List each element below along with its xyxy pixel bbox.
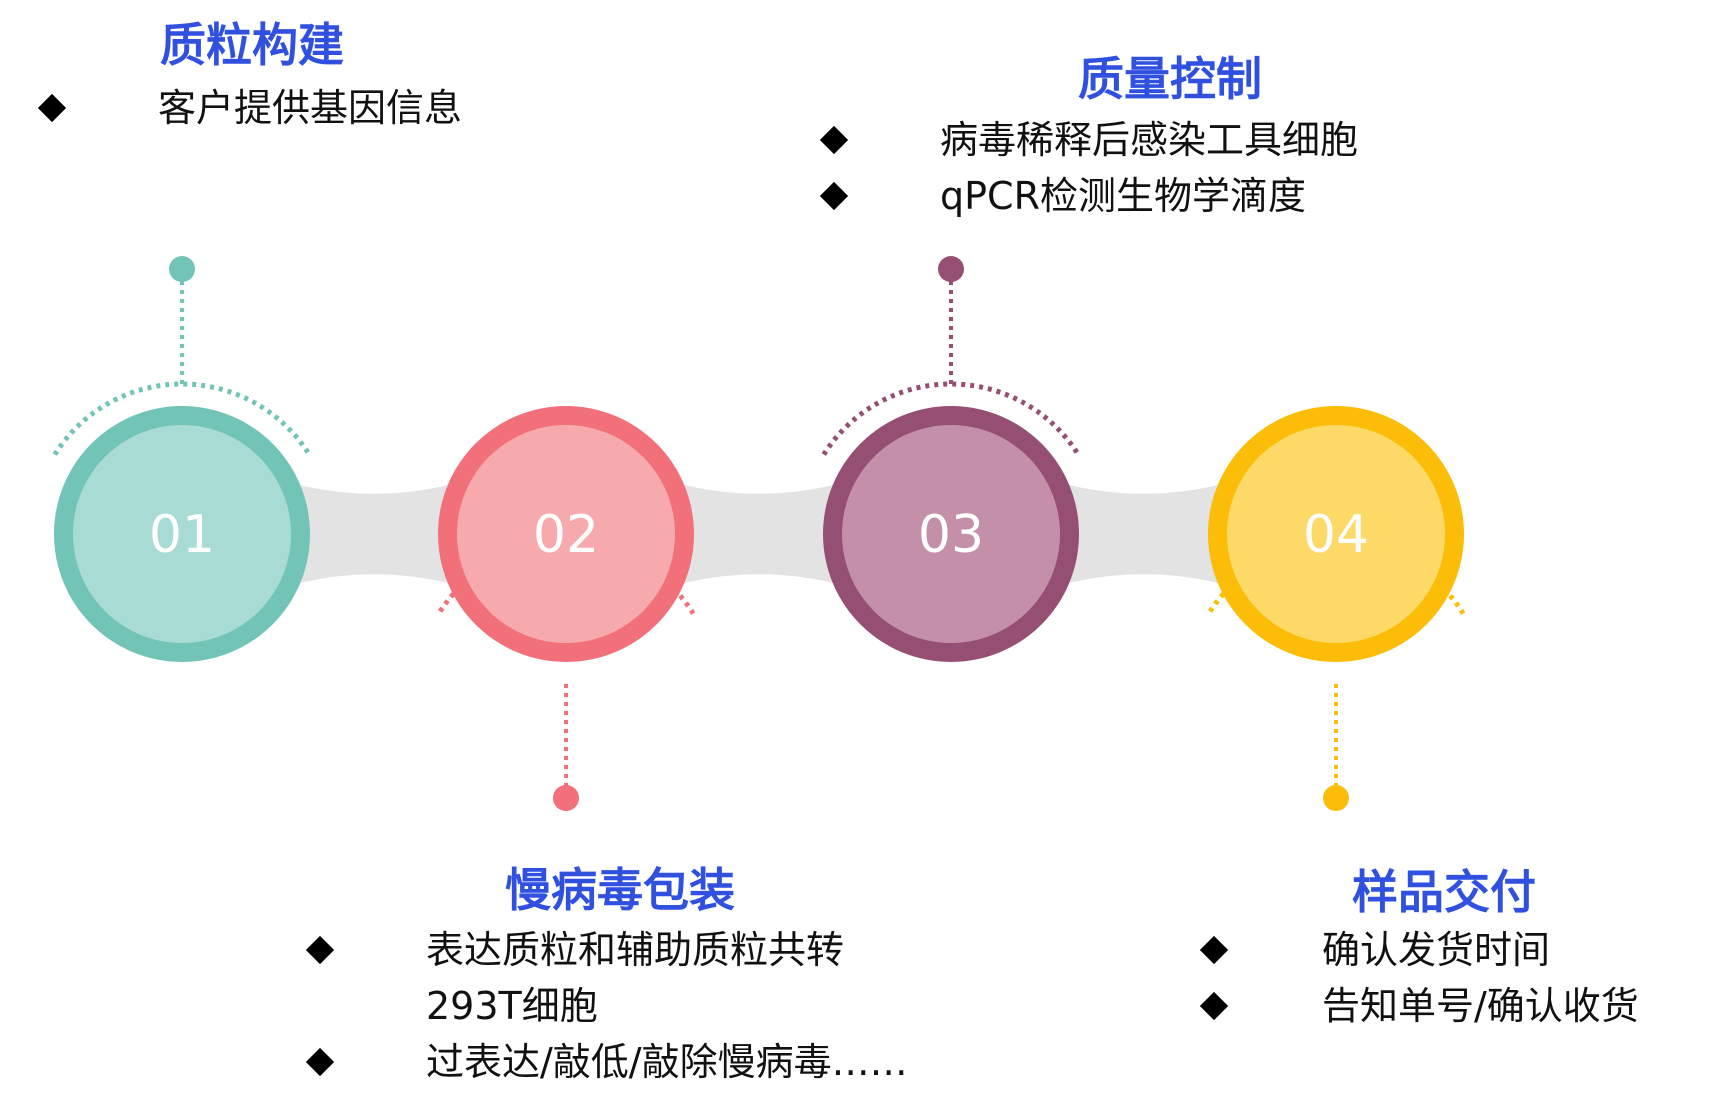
step-3-inner-circle <box>842 425 1060 643</box>
step-2-bullet-1: 表达质粒和辅助质粒共转293T细胞 <box>304 922 924 1034</box>
step-1-inner-circle <box>73 425 291 643</box>
step-1-bullet-1-text: 客户提供基因信息 <box>158 86 463 130</box>
step-2-number: 02 <box>533 505 599 565</box>
step-1-number: 01 <box>149 505 215 565</box>
diamond-bullet-icon <box>1199 935 1229 965</box>
diamond-bullet-icon <box>819 181 849 211</box>
diamond-bullet-icon <box>819 125 849 155</box>
step-3-bullet-2-text: qPCR检测生物学滴度 <box>940 174 1306 218</box>
diamond-bullet-icon <box>37 93 67 123</box>
diamond-bullet-icon <box>1199 991 1229 1021</box>
step-1-bullets: 客户提供基因信息 <box>37 80 468 136</box>
step-4-title: 样品交付 <box>1352 865 1536 919</box>
step-4-inner-circle <box>1227 425 1445 643</box>
connector-band <box>182 439 1336 629</box>
step-4-marker-dot <box>1323 785 1349 811</box>
step-1-marker-dot <box>169 256 195 282</box>
step-1-bullet-1: 客户提供基因信息 <box>37 80 468 136</box>
diamond-bullet-icon <box>305 1047 335 1077</box>
step-2-bullet-2: 过表达/敲低/敲除慢病毒…… <box>304 1034 924 1090</box>
step-2-inner-circle <box>457 425 675 643</box>
step-4-number: 04 <box>1303 505 1369 565</box>
step-3-bullet-1: 病毒稀释后感染工具细胞 <box>818 112 1478 168</box>
step-2-bullets: 表达质粒和辅助质粒共转293T细胞 过表达/敲低/敲除慢病毒…… <box>304 922 924 1090</box>
step-3-bullets: 病毒稀释后感染工具细胞 qPCR检测生物学滴度 <box>818 112 1478 224</box>
step-2-marker-dot <box>553 785 579 811</box>
step-1-title: 质粒构建 <box>160 18 344 72</box>
steps-layer: 01 02 03 04 <box>52 256 1466 811</box>
step-2-bullet-1-text: 表达质粒和辅助质粒共转293T细胞 <box>426 928 845 1028</box>
diamond-bullet-icon <box>305 935 335 965</box>
step-2-title: 慢病毒包装 <box>505 863 735 917</box>
step-3-bullet-1-text: 病毒稀释后感染工具细胞 <box>940 118 1359 162</box>
step-2-bullet-2-text: 过表达/敲低/敲除慢病毒…… <box>426 1040 908 1084</box>
step-3-number: 03 <box>918 505 984 565</box>
step-3-title: 质量控制 <box>1078 52 1262 106</box>
step-4-bullet-2: 告知单号/确认收货 <box>1198 978 1698 1034</box>
step-4-bullet-2-text: 告知单号/确认收货 <box>1322 984 1639 1028</box>
step-3-marker-dot <box>938 256 964 282</box>
step-3-bullet-2: qPCR检测生物学滴度 <box>818 168 1478 224</box>
step-4-bullets: 确认发货时间 告知单号/确认收货 <box>1198 922 1698 1034</box>
step-4-bullet-1-text: 确认发货时间 <box>1322 928 1551 972</box>
step-4-bullet-1: 确认发货时间 <box>1198 922 1698 978</box>
